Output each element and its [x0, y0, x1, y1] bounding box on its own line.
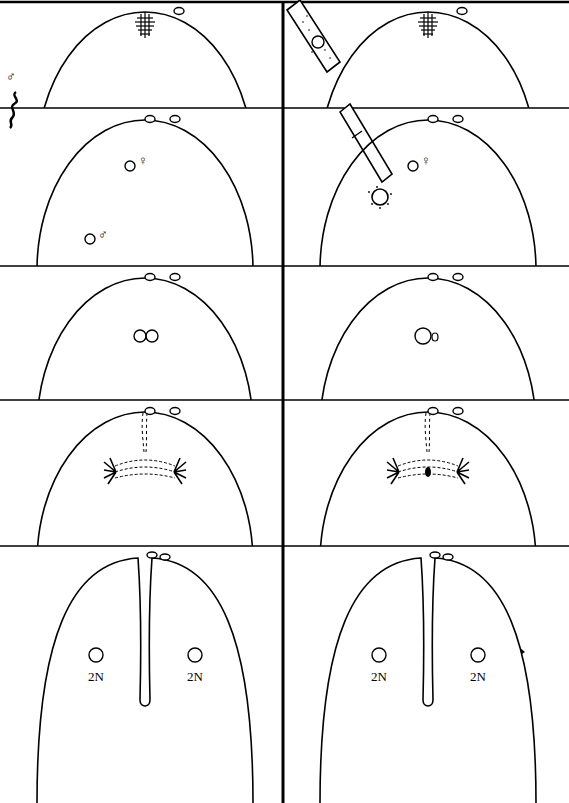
diploid-nucleus	[188, 648, 202, 662]
meiotic-spindle	[135, 12, 155, 38]
polar-body	[174, 8, 184, 15]
egg-outline	[37, 278, 253, 400]
ploidy-label: 2N	[470, 670, 486, 683]
ploidy-label: 2N	[187, 670, 203, 683]
sex-symbol: ♀	[138, 154, 148, 167]
female-pronucleus	[125, 161, 135, 171]
egg-outline	[37, 120, 253, 266]
polar-body	[145, 274, 155, 281]
polar-body	[147, 552, 157, 558]
chromosome-mass	[425, 467, 431, 477]
cleavage-furrow	[142, 413, 147, 452]
micropipette	[287, 0, 340, 72]
ploidy-label: 2N	[371, 670, 387, 683]
polar-body	[145, 116, 155, 123]
sex-symbol: ♂	[6, 70, 16, 83]
speck	[520, 648, 525, 654]
male-pronucleus	[134, 330, 146, 342]
pronucleus-remnant	[432, 333, 438, 341]
egg-outline	[37, 12, 253, 108]
removed-pronucleus	[368, 186, 392, 209]
sex-symbol: ♂	[98, 228, 108, 241]
polar-body	[170, 408, 180, 415]
egg-outline	[37, 412, 253, 546]
egg-column	[320, 8, 536, 803]
polar-body	[170, 274, 180, 281]
sperm-symbol	[10, 92, 17, 128]
diploidized-pronucleus	[415, 328, 431, 344]
ploidy-label: 2N	[88, 670, 104, 683]
diploid-nucleus	[89, 648, 103, 662]
female-pronucleus	[146, 330, 158, 342]
polar-body	[160, 554, 170, 560]
polar-body	[170, 116, 180, 123]
egg-column	[37, 8, 253, 803]
sex-symbol: ♀	[421, 154, 431, 167]
two-cell-embryo	[37, 558, 253, 803]
male-pronucleus	[85, 234, 95, 244]
mitotic-spindle	[104, 458, 186, 484]
